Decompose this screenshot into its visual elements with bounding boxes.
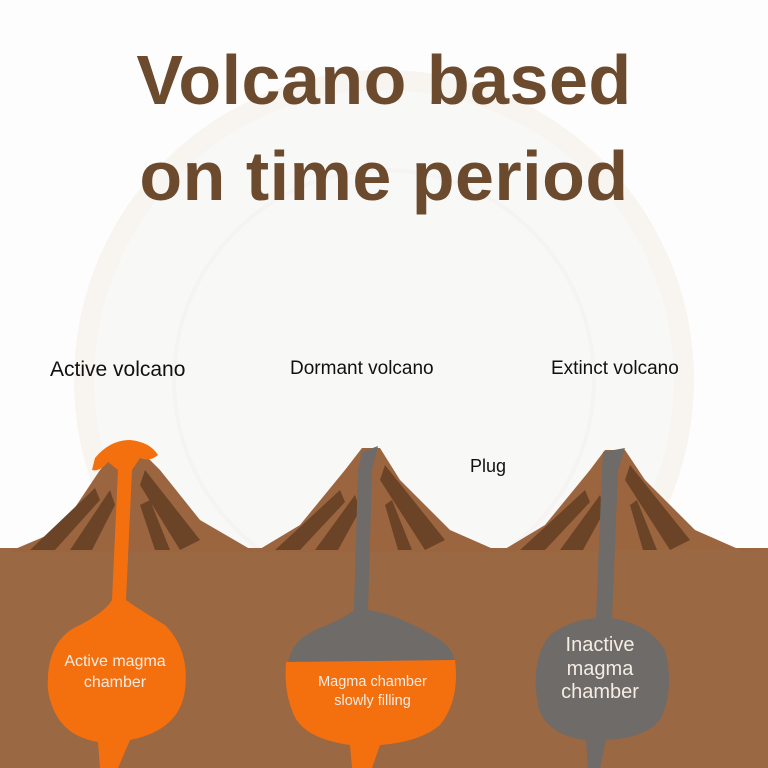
label-active-volcano: Active volcano xyxy=(50,358,186,381)
chamber-label-line: Inactive xyxy=(565,634,635,656)
chamber-label-line: slowly filling xyxy=(334,692,411,709)
active-volcano-cone xyxy=(8,450,255,552)
title-line-2: on time period xyxy=(139,137,629,215)
label-dormant-volcano: Dormant volcano xyxy=(290,358,434,379)
label-plug: Plug xyxy=(470,456,507,476)
chamber-label-line: chamber xyxy=(561,681,639,704)
dormant-chamber-label: Magma chamber slowly filling xyxy=(285,673,460,711)
inactive-magma xyxy=(535,448,669,768)
chamber-label-line: Magma chamber xyxy=(318,674,427,690)
page-title: Volcano based on time period xyxy=(0,32,768,224)
dormant-magma xyxy=(285,660,456,768)
extinct-volcano-cone xyxy=(500,450,768,552)
chamber-label-line: Active magma xyxy=(64,653,166,670)
label-extinct-volcano: Extinct volcano xyxy=(551,358,679,379)
extinct-chamber-label: Inactive magma chamber xyxy=(530,634,670,705)
dormant-plug-conduit xyxy=(288,446,455,665)
title-line-1: Volcano based xyxy=(136,41,632,119)
chamber-label-line: magma xyxy=(566,657,634,680)
chamber-label-line: chamber xyxy=(83,673,147,691)
active-magma xyxy=(47,440,186,768)
dormant-volcano-cone xyxy=(255,448,500,552)
watermark xyxy=(74,70,694,690)
active-chamber-label: Active magma chamber xyxy=(40,652,190,694)
